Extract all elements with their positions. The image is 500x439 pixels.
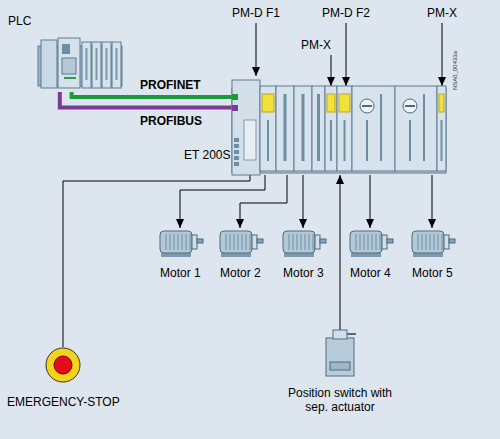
module-callout: PM-X — [427, 6, 457, 20]
bus-label: PROFIBUS — [140, 114, 202, 128]
bus-label: PROFINET — [140, 78, 201, 92]
motor-icon — [280, 228, 326, 258]
pointer-arrow — [346, 23, 347, 86]
pointer-arrow — [331, 55, 332, 86]
node-label: Motor 3 — [283, 266, 324, 280]
et200s-station: ET 200S — [232, 80, 446, 175]
node-label: ET 200S — [184, 148, 230, 162]
wire-connector — [303, 175, 304, 228]
motor: Motor 1 — [157, 228, 203, 258]
motor: Motor 4 — [347, 228, 393, 258]
position-switch-icon — [322, 330, 358, 376]
bus-cable — [72, 92, 232, 97]
et200s-station-icon — [232, 80, 446, 175]
module-callout: PM-D F2 — [322, 6, 370, 20]
module-callout: PM-X — [301, 38, 331, 52]
node-label: EMERGENCY-STOP — [7, 395, 120, 409]
drawing-number: NSA0_00433a — [452, 50, 459, 89]
emergency-stop-icon — [45, 347, 81, 383]
node-label: Motor 5 — [412, 266, 453, 280]
motor: Motor 3 — [280, 228, 326, 258]
node-label: Motor 2 — [220, 266, 261, 280]
node-label: Motor 1 — [160, 266, 201, 280]
motor-icon — [157, 228, 203, 258]
plc-icon — [38, 38, 122, 92]
emergency-stop: EMERGENCY-STOP — [45, 347, 81, 383]
node-label: Motor 4 — [350, 266, 391, 280]
wire-connector — [340, 175, 341, 330]
bus-cable — [60, 92, 232, 108]
wire-connector — [370, 175, 371, 228]
node-label: Position switch with sep. actuator — [275, 386, 405, 414]
node-label: PLC — [8, 14, 31, 28]
position-switch: Position switch with sep. actuator — [322, 330, 358, 376]
wire-connector — [432, 175, 433, 228]
wire-connector — [63, 175, 250, 347]
module-callout: PM-D F1 — [232, 6, 280, 20]
motor: Motor 5 — [409, 228, 455, 258]
pointer-arrow — [256, 23, 257, 76]
motor-icon — [409, 228, 455, 258]
plc: PLC — [38, 38, 122, 92]
motor-icon — [347, 228, 393, 258]
motor: Motor 2 — [217, 228, 263, 258]
wire-connector — [180, 175, 265, 228]
pointer-arrow — [442, 23, 443, 86]
wire-connector — [240, 175, 287, 228]
motor-icon — [217, 228, 263, 258]
